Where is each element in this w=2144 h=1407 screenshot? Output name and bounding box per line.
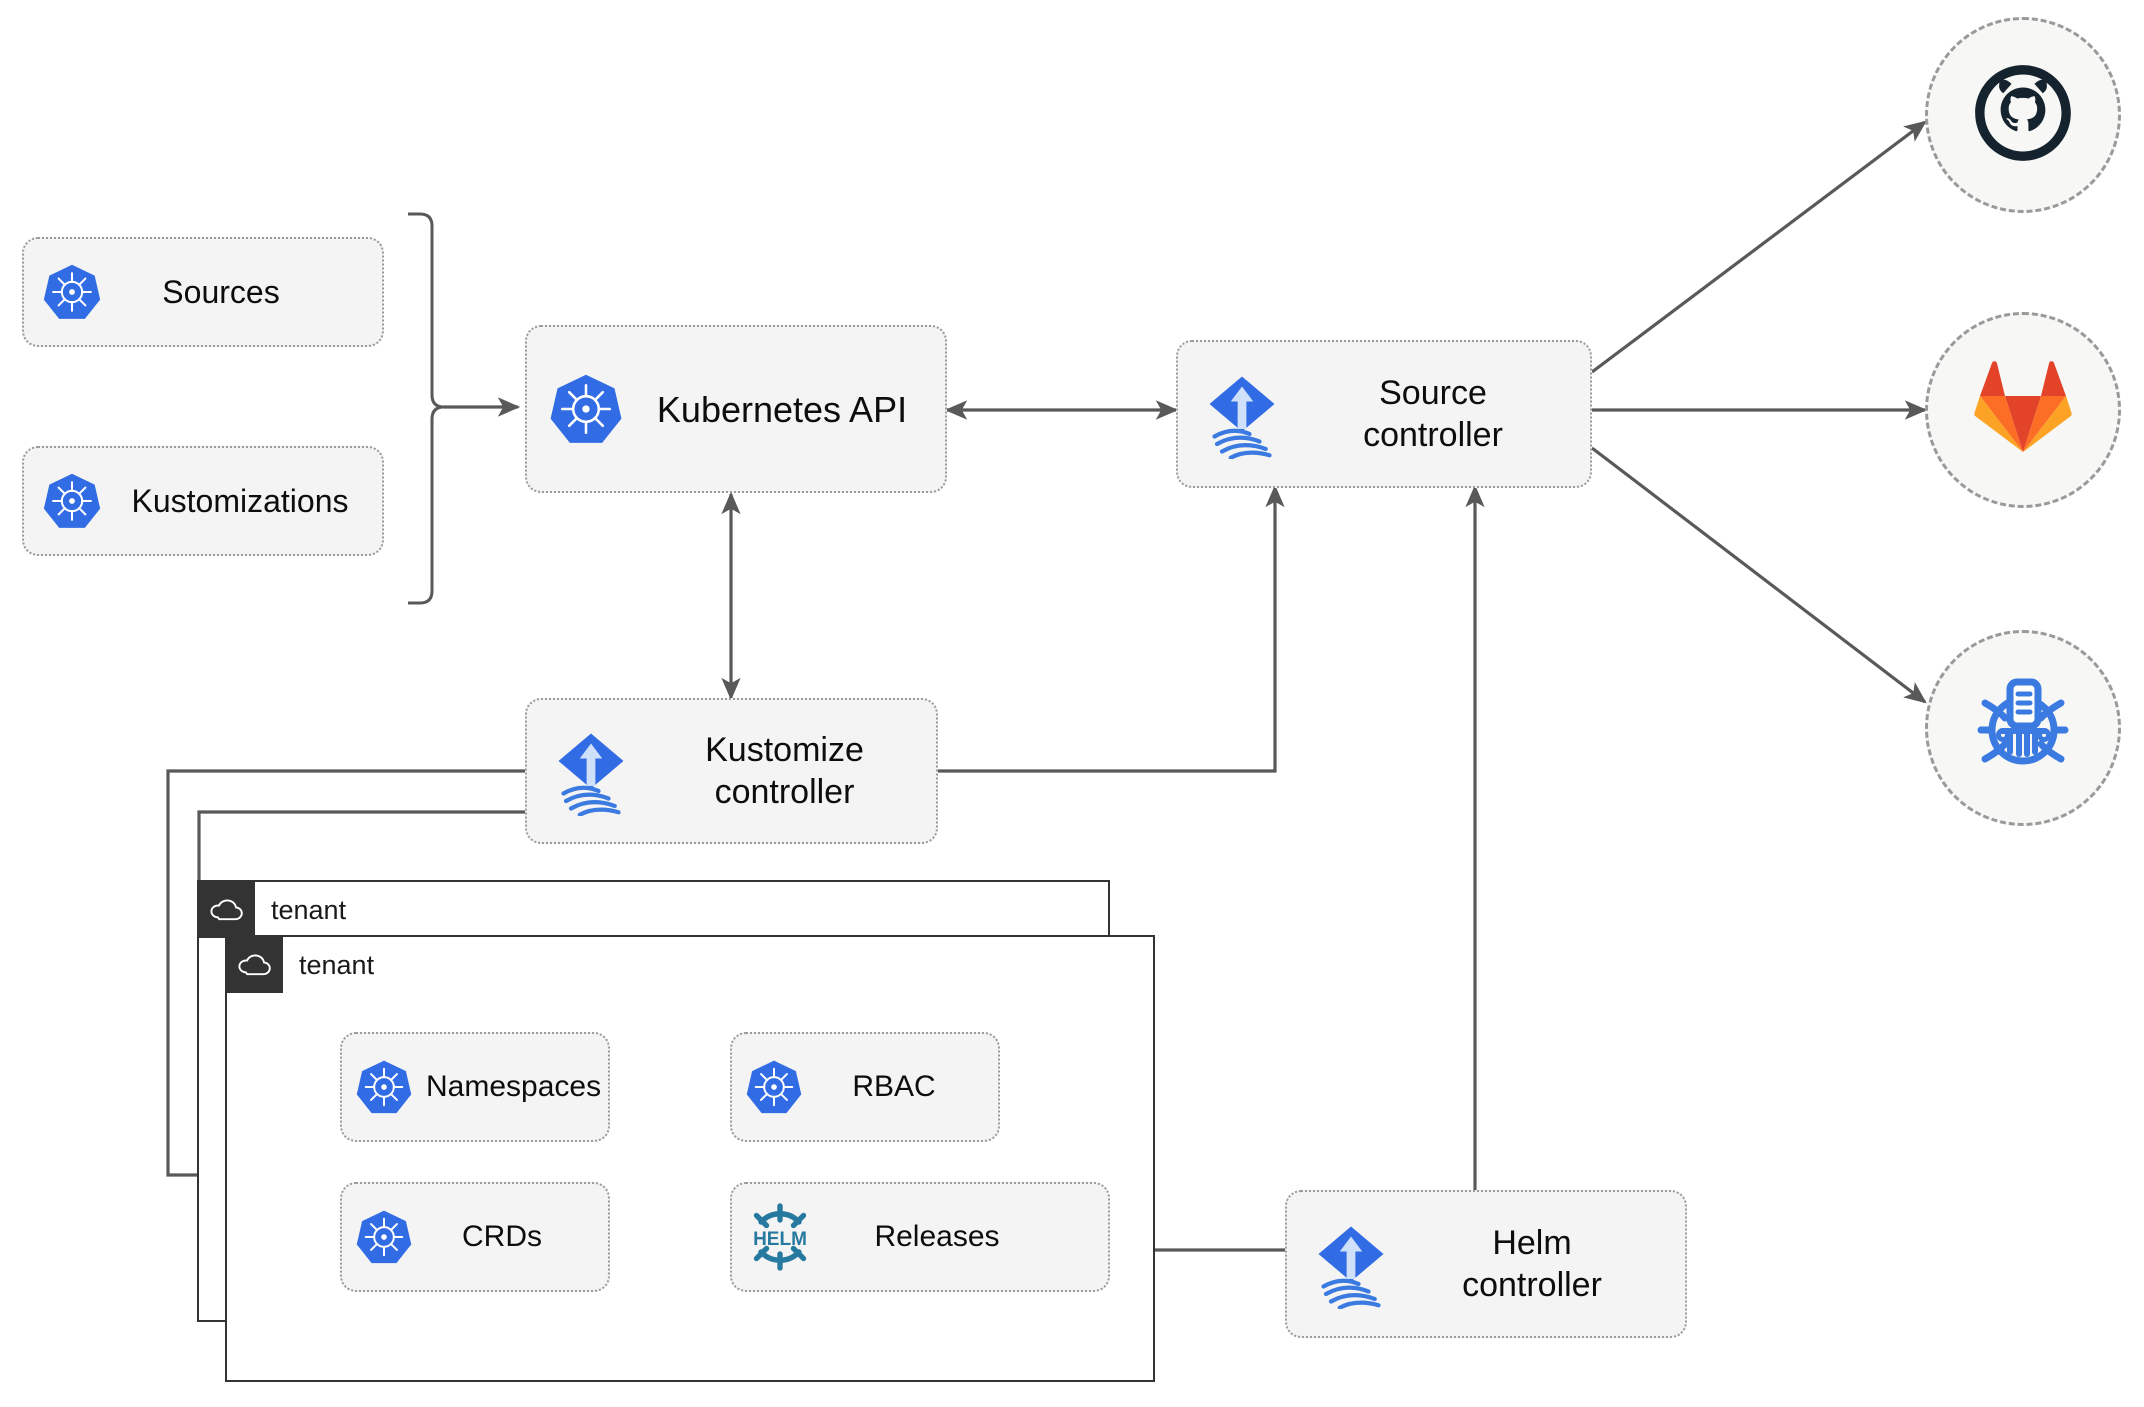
cloud-icon — [199, 882, 255, 938]
node-source-controller[interactable]: Source controller — [1176, 340, 1592, 488]
edge-bracket — [408, 212, 445, 605]
node-kustomize-controller-label: Kustomize controller — [705, 730, 864, 812]
node-source-controller-label: Source controller — [1363, 373, 1503, 455]
node-kubernetes-api-label: Kubernetes API — [656, 388, 908, 430]
node-crds[interactable]: CRDs — [340, 1182, 610, 1292]
helm-registry-icon — [1969, 674, 2077, 783]
node-rbac-label: RBAC — [852, 1070, 936, 1104]
node-kustomizations[interactable]: Kustomizations — [22, 446, 384, 556]
node-kustomizations-label: Kustomizations — [131, 483, 349, 519]
flux-icon — [1287, 1219, 1415, 1309]
kubernetes-icon — [342, 1057, 426, 1117]
kubernetes-icon — [24, 470, 120, 532]
flux-icon — [527, 726, 655, 816]
endpoint-gitlab[interactable] — [1925, 312, 2121, 508]
edge-sourcectrl-helmrepo — [1591, 446, 1927, 704]
kubernetes-icon — [24, 261, 120, 323]
flux-icon — [1178, 369, 1306, 459]
cloud-icon — [227, 937, 283, 993]
node-crds-label: CRDs — [462, 1220, 542, 1254]
gitlab-icon — [1973, 360, 2073, 461]
node-releases[interactable]: HELM Releases — [730, 1182, 1110, 1292]
github-icon — [1971, 61, 2075, 170]
tenant-front-container: tenant — [225, 935, 1155, 1382]
node-kustomize-controller[interactable]: Kustomize controller — [525, 698, 938, 844]
tenant-back-label: tenant — [271, 894, 347, 925]
node-helm-controller[interactable]: Helm controller — [1285, 1190, 1687, 1338]
svg-text:HELM: HELM — [753, 1229, 807, 1250]
node-namespaces[interactable]: Namespaces — [340, 1032, 610, 1142]
node-namespaces-label: Namespaces — [426, 1070, 602, 1104]
kubernetes-icon — [527, 370, 645, 448]
node-sources[interactable]: Sources — [22, 237, 384, 347]
endpoint-helm-registry[interactable] — [1925, 630, 2121, 826]
helm-icon: HELM — [732, 1198, 828, 1276]
node-kubernetes-api[interactable]: Kubernetes API — [525, 325, 947, 493]
edge-sourcectrl-github — [1591, 120, 1927, 374]
kubernetes-icon — [342, 1207, 426, 1267]
node-releases-label: Releases — [874, 1220, 1000, 1254]
endpoint-github[interactable] — [1925, 17, 2121, 213]
node-rbac[interactable]: RBAC — [730, 1032, 1000, 1142]
edge-kustomizectrl-sourcectrl — [938, 484, 1285, 773]
node-helm-controller-label: Helm controller — [1462, 1223, 1602, 1305]
kubernetes-icon — [732, 1057, 816, 1117]
node-sources-label: Sources — [162, 274, 280, 310]
tenant-front-label: tenant — [299, 949, 375, 980]
